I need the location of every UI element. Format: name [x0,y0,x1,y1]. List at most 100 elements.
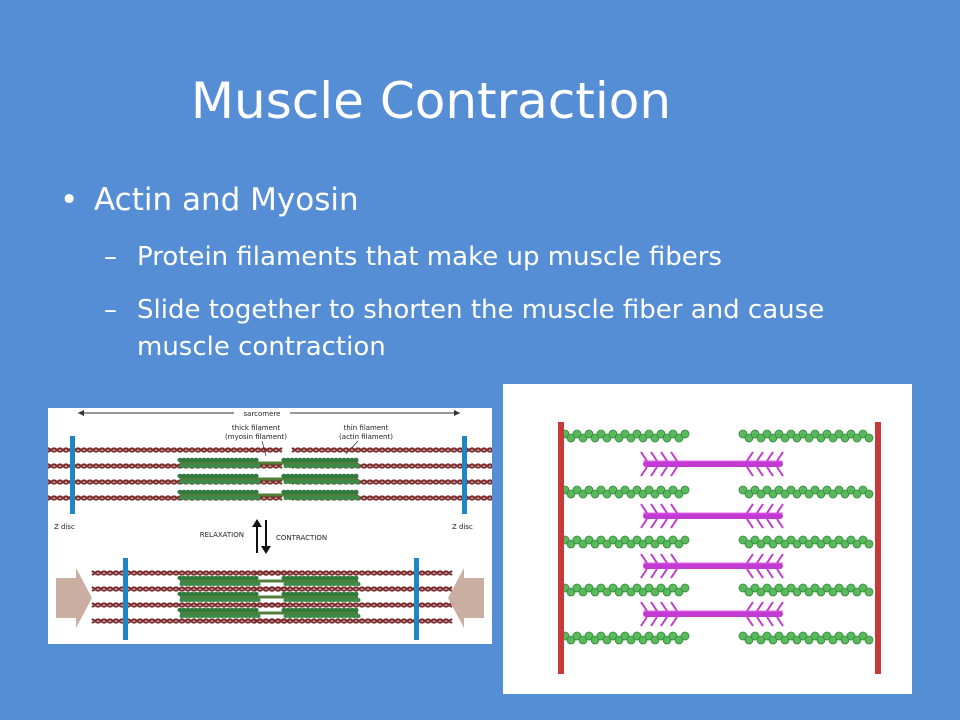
myosin-head [225,457,231,463]
myosin-head [283,597,289,603]
myosin-head [209,575,215,581]
myosin-head [189,607,195,613]
myosin-head [303,495,309,501]
myosin-head [231,463,237,469]
myosin-head [205,607,211,613]
myosin-crossbridge [776,601,784,612]
actin-bead [608,429,618,439]
myosin-head [213,473,219,479]
actin-filaments-contracted [91,570,453,624]
myosin-head [219,495,225,501]
myosin-head [329,591,335,597]
actin-bead [590,587,600,597]
myosin-head [237,473,243,479]
myosin-head [313,607,319,613]
myosin-head [317,489,323,495]
actin-bead [822,429,832,439]
myosin-crossbridge [640,451,648,462]
actin-bead [852,489,862,499]
myosin-head [237,607,243,613]
myosin-head [303,597,309,603]
actin-bead [608,485,618,495]
myosin-head [247,495,253,501]
myosin-head [177,575,183,581]
myosin-crossbridge [776,503,784,514]
relaxation-label: RELAXATION [200,531,244,539]
myosin-crossbridge [746,466,754,477]
myosin-head [313,575,319,581]
myosin-head [201,473,207,479]
myosin-head [183,613,189,619]
myosin-head [177,473,183,479]
myosin-head [227,463,233,469]
actin-bead [596,631,606,641]
myosin-head [223,581,229,587]
actin-bead [662,489,672,499]
myosin-head [289,575,295,581]
myosin-head [205,457,211,463]
myosin-head [281,473,287,479]
actin-bead [674,635,684,645]
myosin-head [207,597,213,603]
actin-bead [750,631,760,641]
myosin-head [247,581,253,587]
actin-bead [602,539,612,549]
actin-bead [810,631,820,641]
actin-bead [614,433,624,443]
actin-bead [816,587,826,597]
myosin-head [217,591,223,597]
myosin-head [189,575,195,581]
myosin-head [339,463,345,469]
myosin-head [233,473,239,479]
myosin-head [313,591,319,597]
myosin-head [343,463,349,469]
actin-bead [578,433,588,443]
myosin-head [347,495,353,501]
myosin-head [219,613,225,619]
myosin-head [299,495,305,501]
myosin-head [233,489,239,495]
actin-bead [614,587,624,597]
myosin-head [221,457,227,463]
actin-bead [626,433,636,443]
myosin-head [333,457,339,463]
myosin-head [323,463,329,469]
myosin-head [293,473,299,479]
actin-bead [846,631,856,641]
actin-bead [786,631,796,641]
myosin-head [179,613,185,619]
myosin-head [315,581,321,587]
actin-bead [834,485,844,495]
myosin-head [229,575,235,581]
myosin-head [215,495,221,501]
myosin-head [227,597,233,603]
myosin-head [189,489,195,495]
myosin-head [187,613,193,619]
sub-bullet-dash-icon: – [104,242,117,272]
myosin-head [311,581,317,587]
actin-strand [253,586,453,592]
myosin-head [327,613,333,619]
myosin-head [289,591,295,597]
actin-bead [638,587,648,597]
actin-bead [680,429,690,439]
myosin-head [331,613,337,619]
actin-bead [596,485,606,495]
myosin-head [289,473,295,479]
actin-bead [744,587,754,597]
myosin-head [285,473,291,479]
myosin-head [253,489,259,495]
myosin-head [323,479,329,485]
myosin-head [297,473,303,479]
myosin-head [303,479,309,485]
myosin-head [345,607,351,613]
actin-bead [744,539,754,549]
myosin-head [247,479,253,485]
actin-strand [291,447,497,453]
actin-bead [768,539,778,549]
myosin-head [183,463,189,469]
myosin-head [347,479,353,485]
actin-bead [614,489,624,499]
myosin-head [203,463,209,469]
myosin-head [291,581,297,587]
